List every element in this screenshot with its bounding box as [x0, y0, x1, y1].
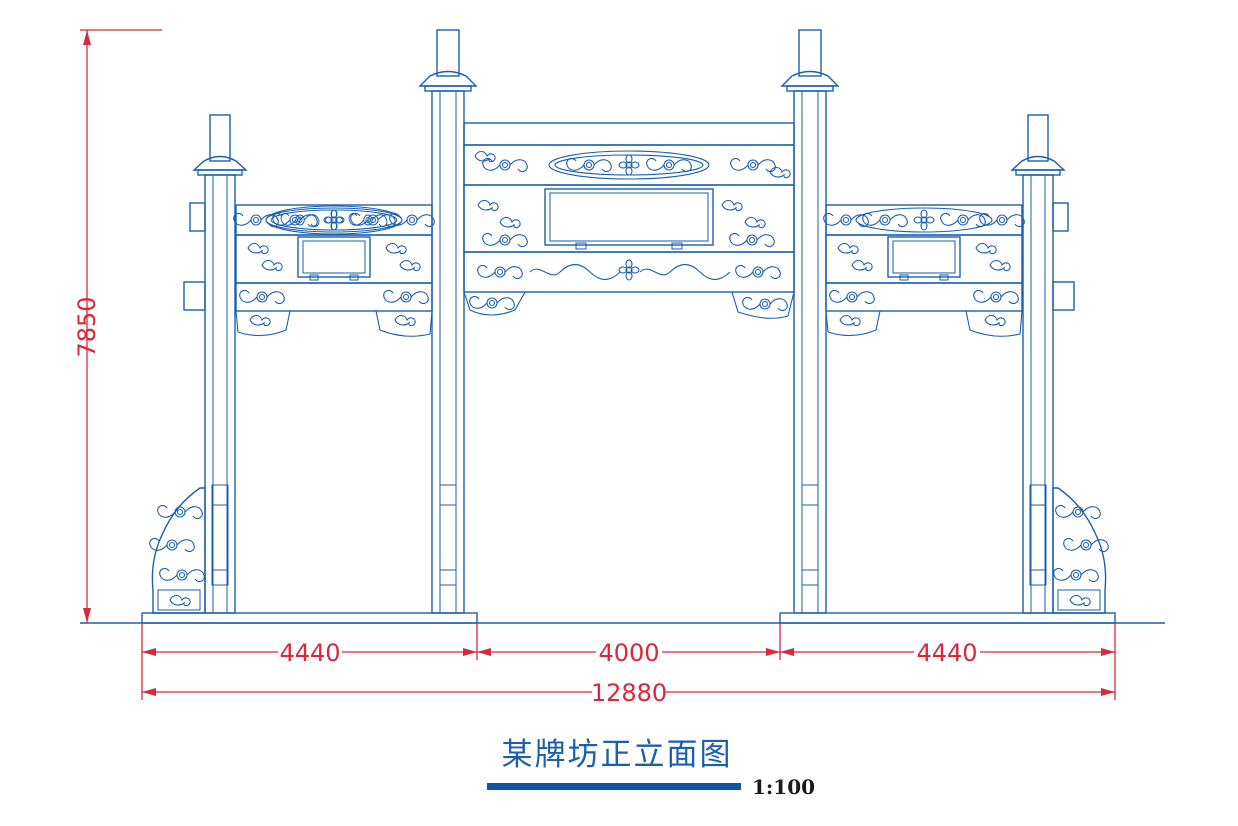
right-plaque: [887, 236, 961, 281]
column-outer-right: [1010, 114, 1075, 614]
drawing-scale: 1:100: [752, 775, 815, 799]
left-bay-oval-ornament: [265, 207, 403, 233]
left-bay-frieze: [233, 204, 435, 337]
dimension-spans: [141, 623, 1116, 700]
dimension-height-label: 7850: [73, 296, 101, 357]
column-base-panels: [211, 484, 1047, 586]
right-bay-frieze: [823, 204, 1025, 337]
column-outer-left: [183, 114, 248, 614]
center-bay-frieze: [463, 122, 795, 319]
buttress-right: [1052, 487, 1109, 614]
column-inner-left: [418, 29, 478, 614]
dimension-right-span-label: 4440: [916, 639, 977, 667]
dimension-height: [80, 29, 162, 623]
dimension-center-span-label: 4000: [598, 639, 659, 667]
column-inner-right: [780, 29, 840, 614]
plinth-right: [779, 612, 1116, 624]
left-plaque: [297, 236, 371, 281]
title-underline-bar: [487, 783, 741, 790]
plinth-left: [141, 612, 478, 624]
buttress-left: [149, 487, 206, 614]
dimension-overall-width-label: 12880: [591, 679, 667, 707]
drawing-title: 某牌坊正立面图: [502, 737, 733, 773]
center-name-plaque: [544, 188, 714, 250]
dimension-left-span-label: 4440: [279, 639, 340, 667]
